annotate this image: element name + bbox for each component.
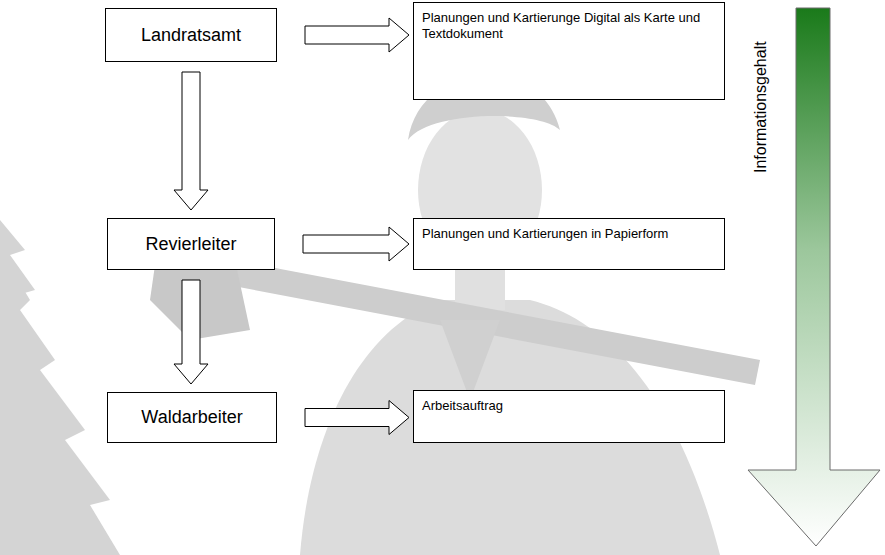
node-text: Arbeitsauftrag — [422, 398, 716, 414]
block-arrow — [305, 401, 409, 435]
node-text: Landratsamt — [141, 25, 241, 46]
node-text: Planungen und Kartierunge Digital als Ka… — [422, 10, 716, 42]
role-box: Waldarbeiter — [107, 392, 277, 443]
information-gradient-arrow — [748, 8, 880, 546]
info-box: Planungen und Kartierunge Digital als Ka… — [413, 2, 725, 100]
axis-label: Informationsgehalt — [752, 41, 770, 173]
node-text: Revierleiter — [145, 234, 236, 255]
block-arrow — [174, 72, 208, 210]
role-box: Revierleiter — [107, 218, 275, 270]
worker-silhouette — [150, 75, 760, 555]
node-text: Waldarbeiter — [141, 407, 242, 428]
info-box: Planungen und Kartierungen in Papierform — [413, 218, 725, 270]
info-box: Arbeitsauftrag — [413, 390, 725, 443]
block-arrow — [174, 280, 208, 384]
block-arrow — [303, 227, 409, 261]
tree-silhouette — [0, 220, 120, 555]
block-arrow — [305, 18, 409, 52]
node-text: Planungen und Kartierungen in Papierform — [422, 226, 716, 242]
authority-box: Landratsamt — [105, 8, 277, 62]
